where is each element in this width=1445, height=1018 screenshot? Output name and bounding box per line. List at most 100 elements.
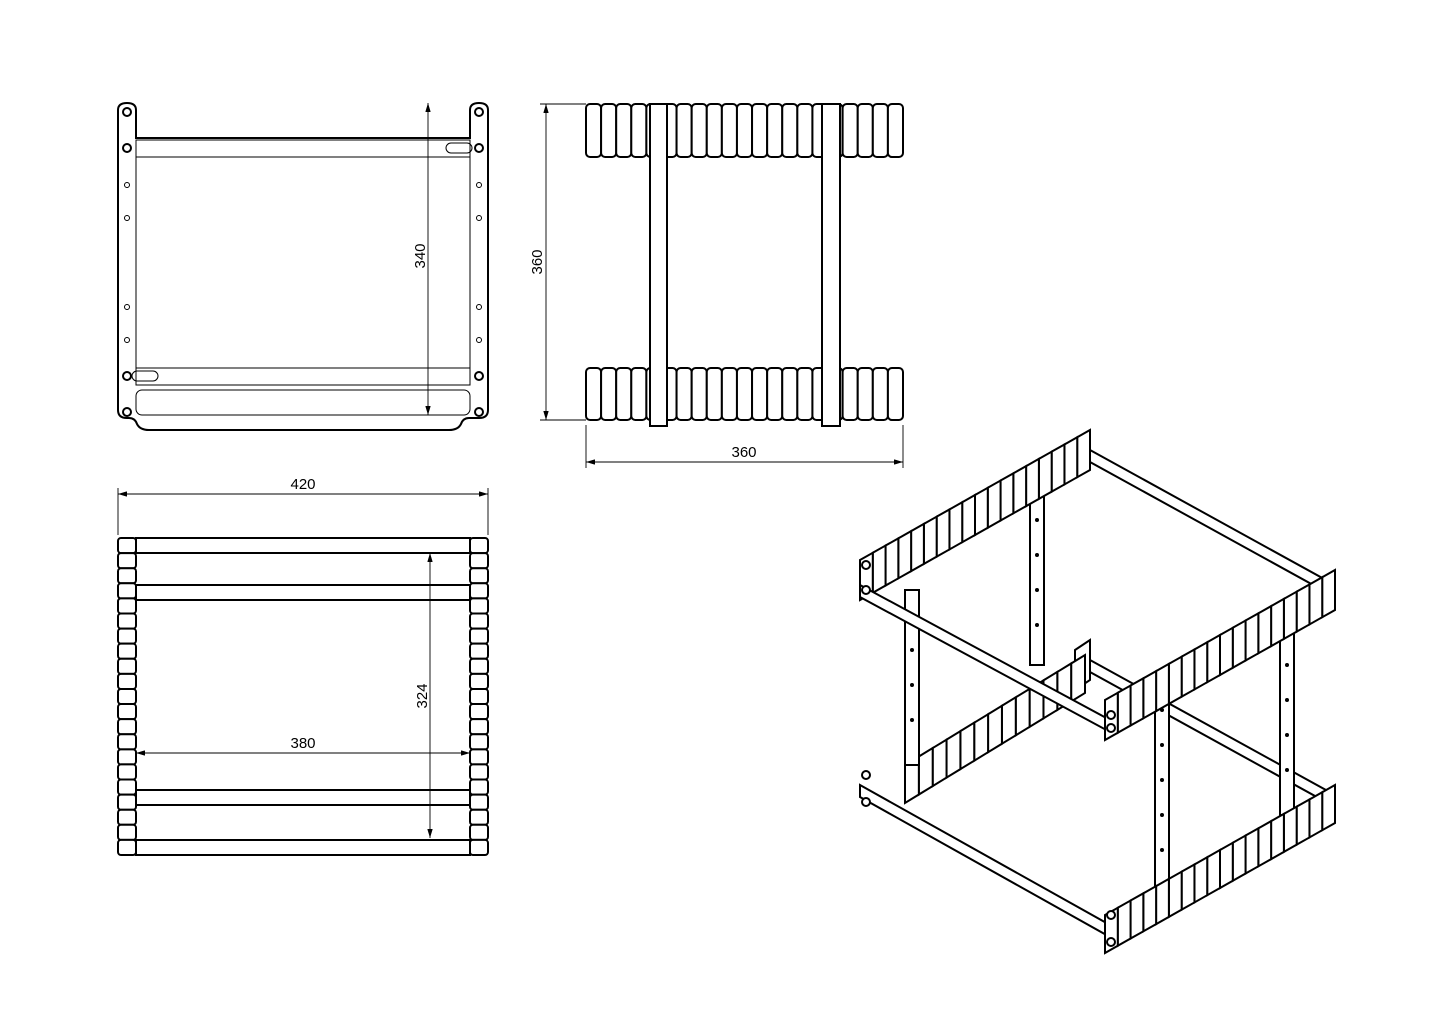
slat (117, 627, 137, 645)
top-inner-width-dimension: 380 (290, 735, 315, 752)
iso-slat (935, 507, 951, 559)
slat (720, 103, 738, 158)
iso-slat (1000, 695, 1017, 746)
slat (600, 367, 618, 421)
iso-slat (1129, 891, 1145, 941)
slat (117, 597, 137, 615)
slat (469, 657, 489, 675)
iso-peg-hole (1035, 553, 1039, 557)
slot (445, 142, 473, 154)
iso-screw (861, 797, 871, 807)
iso-slat (1270, 812, 1285, 861)
slat (841, 367, 859, 421)
slat (117, 703, 137, 721)
iso-slat (1025, 457, 1040, 508)
slat (705, 103, 723, 158)
iso-rail (1089, 658, 1336, 809)
iso-screw (861, 770, 871, 780)
iso-post (1154, 684, 1170, 891)
iso-peg-hole (1285, 733, 1289, 737)
iso-slat (1206, 848, 1221, 897)
screw-hole (474, 371, 484, 381)
slat (469, 672, 489, 690)
iso-screw (1106, 937, 1116, 947)
side-width-dimension: 360 (731, 444, 756, 461)
top-depth-dimension: 324 (414, 683, 431, 708)
slat (117, 823, 137, 841)
iso-peg-hole (1160, 743, 1164, 747)
slat (469, 552, 489, 570)
slat (469, 793, 489, 811)
iso-slat (1231, 833, 1247, 883)
iso-slat (1308, 575, 1324, 627)
iso-post (904, 589, 920, 766)
iso-screw (1106, 723, 1116, 733)
iso-rail (859, 583, 1111, 734)
iso-slat (1155, 877, 1170, 926)
iso-slat (999, 471, 1015, 523)
side-view: 360 360 (529, 103, 905, 468)
iso-peg-hole (1035, 588, 1039, 592)
slat (469, 642, 489, 660)
slat (585, 367, 603, 421)
iso-slat (1321, 568, 1336, 619)
slat (751, 367, 769, 421)
iso-slat (948, 500, 964, 552)
iso-rail (1089, 448, 1336, 599)
slot (131, 370, 159, 382)
slat (117, 763, 137, 781)
slat (469, 763, 489, 781)
top-width-dimension: 420 (290, 476, 315, 493)
iso-slat (1257, 604, 1273, 656)
iso-slat (1295, 797, 1311, 847)
iso-slat (1050, 442, 1066, 494)
slat (117, 838, 137, 857)
slat (766, 103, 784, 158)
slat (117, 537, 137, 555)
iso-peg-hole (1285, 663, 1289, 667)
iso-slat (1180, 862, 1196, 912)
peg-hole (124, 304, 130, 310)
iso-slat (1180, 647, 1196, 699)
slat (469, 687, 489, 706)
iso-slat (1244, 826, 1260, 876)
iso-slat (1244, 611, 1260, 663)
slat (600, 103, 618, 158)
iso-slat (1116, 683, 1132, 735)
slat (117, 748, 137, 766)
front-view: 340 (117, 101, 489, 431)
slat (117, 718, 137, 736)
isometric-view (859, 428, 1336, 955)
slat (751, 103, 769, 158)
slat (720, 367, 738, 421)
slat (469, 733, 489, 751)
slat (469, 838, 489, 857)
iso-slat (1014, 687, 1031, 738)
iso-slat (1037, 449, 1053, 501)
slat (630, 367, 648, 421)
iso-slat (945, 729, 962, 780)
iso-peg-hole (1160, 778, 1164, 782)
slat (469, 808, 489, 826)
iso-slat (1167, 869, 1183, 919)
slat (469, 823, 489, 841)
peg-hole (476, 337, 482, 343)
iso-slat (986, 478, 1002, 530)
slat (841, 103, 859, 158)
iso-slat (917, 746, 934, 797)
slat (469, 582, 489, 600)
iso-slat (1231, 618, 1247, 670)
slat (117, 552, 137, 570)
iso-slat (1167, 654, 1183, 706)
slat (117, 808, 137, 826)
slat (675, 103, 693, 158)
iso-slat (1076, 428, 1091, 479)
slat (117, 672, 137, 690)
peg-hole (476, 304, 482, 310)
iso-slat (897, 529, 913, 581)
iso-screw (861, 585, 871, 595)
slat (469, 537, 489, 555)
iso-slat (884, 536, 900, 588)
slat (781, 103, 799, 158)
